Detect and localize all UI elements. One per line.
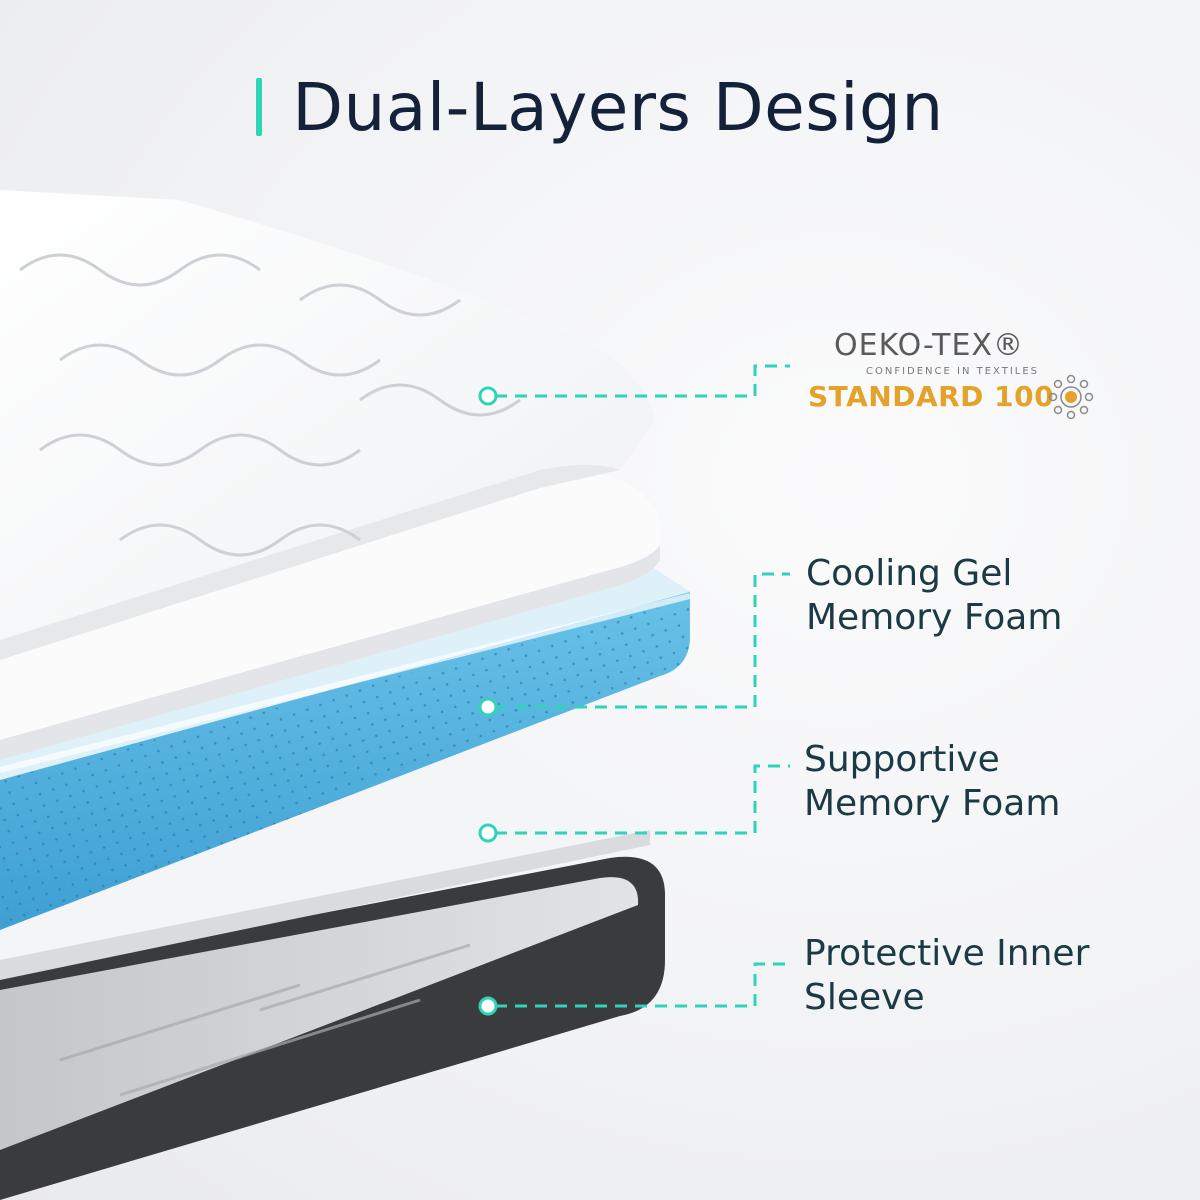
protective-sleeve-layer: [0, 856, 665, 1200]
oeko-tex-badge: OEKO-TEX® CONFIDENCE IN TEXTILES STANDAR…: [808, 328, 1098, 428]
middle-white-sheet: [0, 470, 660, 760]
label-supportive-foam: Supportive Memory Foam: [804, 738, 1060, 826]
label-line-1: Supportive: [804, 739, 1000, 780]
title-accent-bar: [256, 78, 263, 136]
badge-name: OEKO-TEX®: [834, 328, 1024, 363]
top-cover-layer: [0, 190, 655, 660]
page-title: Dual-Layers Design: [292, 68, 944, 146]
badge-tagline: CONFIDENCE IN TEXTILES: [866, 366, 1040, 377]
oeko-seal-icon: [1048, 374, 1094, 420]
connector-lines: [495, 364, 790, 1008]
label-line-2: Memory Foam: [806, 597, 1063, 638]
label-line-1: Cooling Gel: [806, 553, 1013, 594]
connector-dots: [478, 386, 498, 1016]
label-protective-sleeve: Protective Inner Sleeve: [804, 932, 1089, 1020]
label-cooling-gel: Cooling Gel Memory Foam: [806, 552, 1062, 640]
label-line-1: Protective Inner: [804, 933, 1090, 974]
title-row: Dual-Layers Design: [0, 62, 1200, 152]
badge-standard: STANDARD 100: [808, 380, 1055, 413]
label-line-2: Sleeve: [804, 977, 925, 1018]
label-line-2: Memory Foam: [804, 783, 1061, 824]
